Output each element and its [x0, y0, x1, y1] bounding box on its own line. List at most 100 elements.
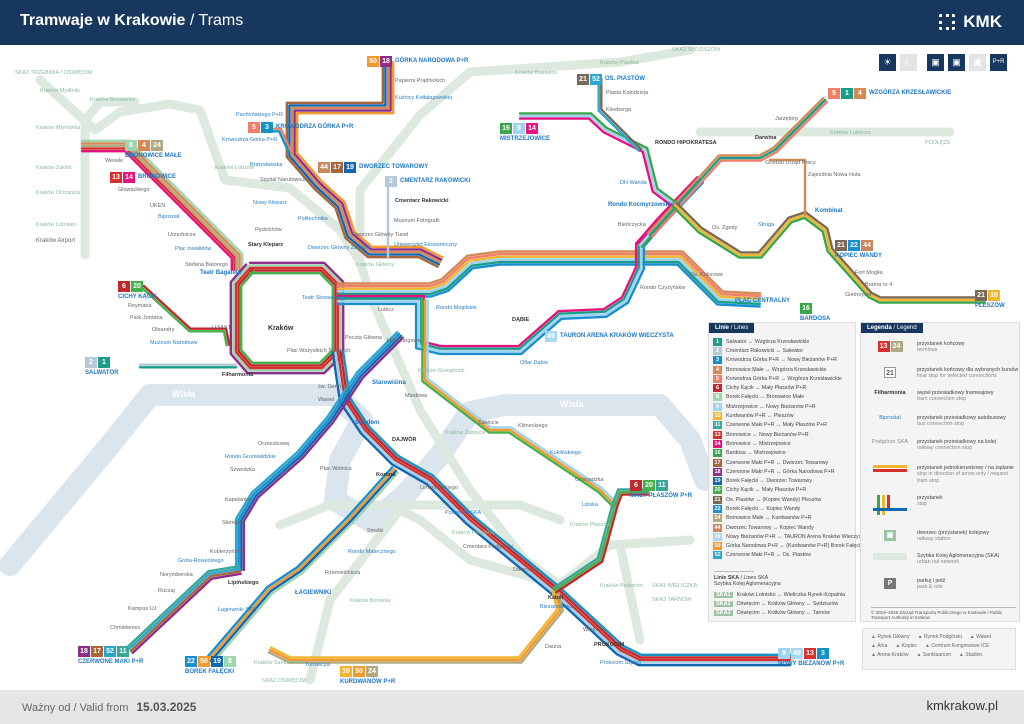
line-badge-11[interactable]: 11: [117, 646, 129, 657]
line-badge-19[interactable]: 19: [344, 162, 356, 173]
line-badge-44[interactable]: 44: [318, 162, 330, 173]
line-badge-24[interactable]: 24: [366, 666, 378, 677]
line-badge-4[interactable]: 4: [854, 88, 866, 99]
kmk-logo[interactable]: KMK: [939, 12, 1002, 32]
line-badge-22[interactable]: 22: [848, 240, 860, 251]
line-badge-2[interactable]: 2: [85, 357, 97, 368]
line-badge-10[interactable]: 10: [340, 666, 352, 677]
line-badge-9[interactable]: 9: [778, 648, 790, 659]
line-badge-21[interactable]: 21: [835, 240, 847, 251]
line-badge-13[interactable]: 13: [804, 648, 816, 659]
line-badge-6[interactable]: 6: [118, 281, 130, 292]
line-badge-11[interactable]: 11: [656, 480, 668, 491]
line-badge-52[interactable]: 52: [590, 74, 602, 85]
tram-low-floor-icon[interactable]: ▣: [948, 54, 965, 71]
line-badge-16[interactable]: 16: [500, 123, 512, 134]
line-badge-1[interactable]: 1: [98, 357, 110, 368]
line-badge-14[interactable]: 14: [123, 172, 135, 183]
line-badge-2[interactable]: 2: [385, 176, 397, 187]
line-badge-8[interactable]: 8: [224, 656, 236, 667]
line-badge-13[interactable]: 13: [110, 172, 122, 183]
line-badge-16[interactable]: 16: [800, 303, 812, 314]
line-badge-17[interactable]: 17: [91, 646, 103, 657]
line-badge-3[interactable]: 3: [817, 648, 829, 659]
tram-icon[interactable]: ▣: [927, 54, 944, 71]
line-badge-14[interactable]: 14: [526, 123, 538, 134]
line-badge-21[interactable]: 21: [975, 290, 987, 301]
line-badge-20[interactable]: 20: [131, 281, 143, 292]
bus-icon[interactable]: ▣: [969, 54, 986, 71]
park-and-ride-icon[interactable]: P+R: [990, 54, 1007, 71]
line-badge-18[interactable]: 18: [380, 56, 392, 67]
line-badge-1[interactable]: 1: [841, 88, 853, 99]
line-badge-19[interactable]: 19: [211, 656, 223, 667]
day-icon[interactable]: ☀: [879, 54, 896, 71]
line-badge-20[interactable]: 20: [643, 480, 655, 491]
line-badge-52[interactable]: 52: [104, 646, 116, 657]
line-badge-50[interactable]: 50: [353, 666, 365, 677]
line-badge-9[interactable]: 9: [513, 123, 525, 134]
line-badge-6[interactable]: 6: [630, 480, 642, 491]
line-badge-50[interactable]: 50: [198, 656, 210, 667]
line-badge-22[interactable]: 22: [185, 656, 197, 667]
night-icon[interactable]: ☾: [900, 54, 917, 71]
line-badge-49[interactable]: 49: [545, 331, 557, 342]
line-badge-18[interactable]: 18: [78, 646, 90, 657]
line-badge-5[interactable]: 5: [248, 122, 260, 133]
line-badge-44[interactable]: 44: [861, 240, 873, 251]
line-badge-17[interactable]: 17: [331, 162, 343, 173]
website-link[interactable]: kmkrakow.pl: [926, 698, 998, 713]
line-badge-49[interactable]: 49: [791, 648, 803, 659]
line-badge-21[interactable]: 21: [577, 74, 589, 85]
line-badge-4[interactable]: 4: [138, 140, 150, 151]
line-badge-10[interactable]: 10: [988, 290, 1000, 301]
line-badge-24[interactable]: 24: [151, 140, 163, 151]
line-badge-3[interactable]: 3: [261, 122, 273, 133]
line-badge-8[interactable]: 8: [125, 140, 137, 151]
